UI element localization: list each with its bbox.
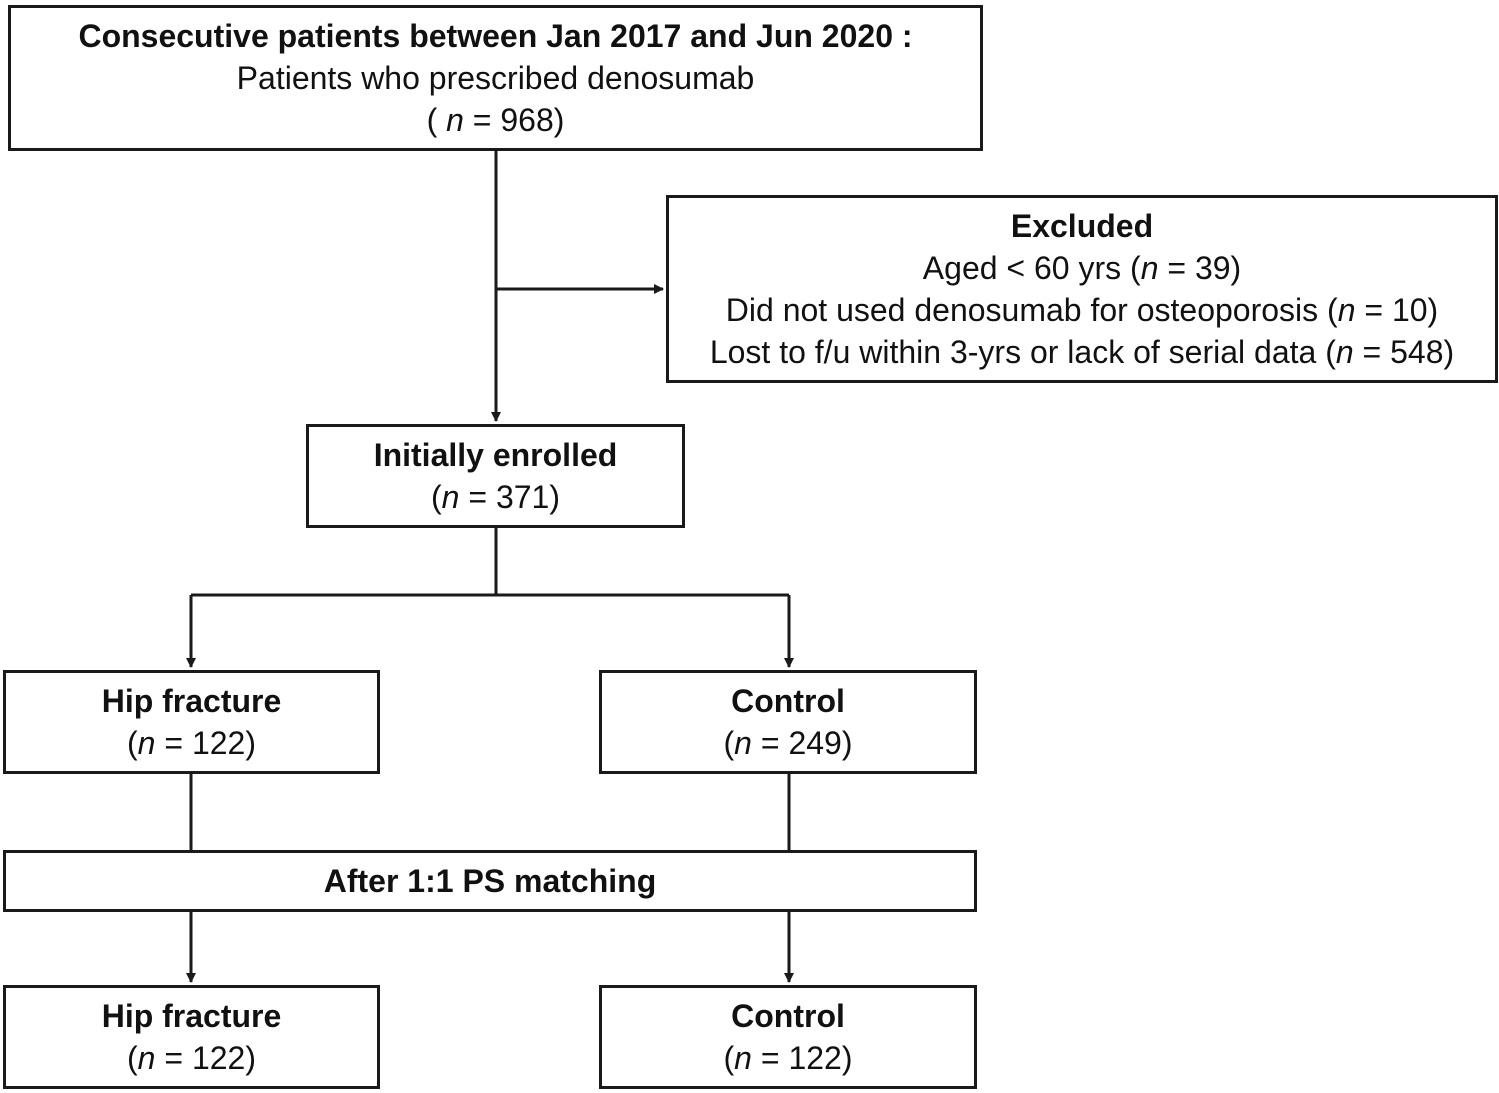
hip-fracture-matched-count-var: n [137,1040,156,1076]
excluded-reason-var: n [1337,292,1356,328]
hip-fracture-matched-title: Hip fracture [101,998,282,1034]
excluded-reason-value: = 548) [1353,334,1455,370]
hip-fracture-initial-count-value: = 122) [155,725,256,761]
hip-fracture-initial-count-var: n [137,725,156,761]
enrolled-box: Initially enrolled (n = 371) [306,424,685,528]
hip-fracture-initial-box: Hip fracture (n = 122) [3,670,380,774]
control-matched-count: (n = 122) [724,1037,853,1079]
hip-fracture-matched-count-prefix: ( [127,1040,138,1076]
hip-fracture-matched-box: Hip fracture (n = 122) [3,985,380,1089]
start-title: Consecutive patients between Jan 2017 an… [78,18,913,54]
ps-matching-box: After 1:1 PS matching [3,850,977,912]
control-initial-count-prefix: ( [723,725,735,761]
hip-fracture-initial-count-prefix: ( [127,725,138,761]
control-matched-count-var: n [734,1040,752,1076]
hip-fracture-initial-count: (n = 122) [127,722,256,764]
start-count-prefix: ( [426,102,447,138]
hip-fracture-matched-count-value: = 122) [155,1040,256,1076]
ps-matching-title: After 1:1 PS matching [323,863,657,899]
enrolled-count-value: = 371) [459,479,560,515]
excluded-reason-value: = 10) [1355,292,1439,328]
start-count-var: n [446,102,464,138]
enrolled-count-prefix: ( [431,479,442,515]
control-initial-count: (n = 249) [724,722,853,764]
excluded-reason: Did not used denosumab for osteoporosis … [726,289,1438,331]
excluded-reason-var: n [1335,334,1354,370]
control-initial-title: Control [731,683,845,719]
control-initial-count-var: n [734,725,752,761]
enrolled-count: (n = 371) [431,476,560,518]
control-matched-count-value: = 122) [751,1040,853,1076]
excluded-reason: Aged < 60 yrs (n = 39) [923,247,1241,289]
excluded-reason-value: = 39) [1158,250,1242,286]
excluded-title: Excluded [1010,208,1154,244]
excluded-reason-text: Aged < 60 yrs ( [922,250,1141,286]
excluded-box: Excluded Aged < 60 yrs (n = 39) Did not … [666,195,1498,383]
excluded-reason-var: n [1140,250,1159,286]
start-box: Consecutive patients between Jan 2017 an… [8,5,983,151]
control-initial-count-value: = 249) [751,725,853,761]
hip-fracture-matched-count: (n = 122) [127,1037,256,1079]
excluded-reason: Lost to f/u within 3-yrs or lack of seri… [710,331,1454,373]
control-matched-count-prefix: ( [723,1040,735,1076]
enrolled-title: Initially enrolled [373,437,618,473]
control-matched-title: Control [731,998,845,1034]
start-count: ( n = 968) [427,99,565,141]
hip-fracture-initial-title: Hip fracture [101,683,282,719]
excluded-reason-text: Did not used denosumab for osteoporosis … [725,292,1338,328]
excluded-reason-text: Lost to f/u within 3-yrs or lack of seri… [709,334,1336,370]
start-subtitle: Patients who prescribed denosumab [236,60,755,96]
enrolled-count-var: n [441,479,460,515]
control-initial-box: Control (n = 249) [599,670,977,774]
control-matched-box: Control (n = 122) [599,985,977,1089]
start-count-value: = 968) [463,102,565,138]
